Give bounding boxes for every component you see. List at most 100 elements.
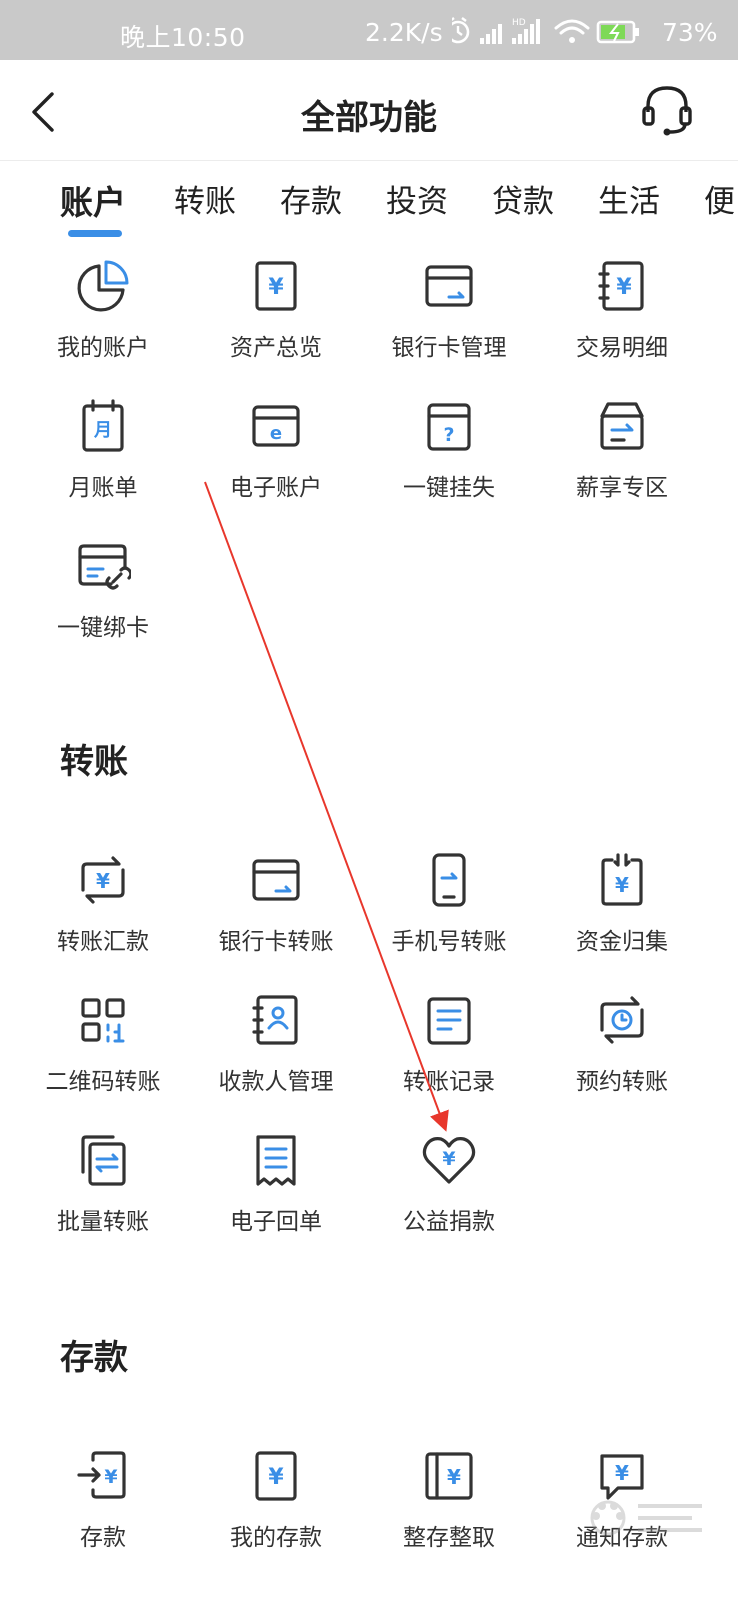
- notice-chat-icon: ¥: [600, 1454, 644, 1500]
- battery-percent: 73%: [662, 18, 718, 47]
- grid-item-transfer-records[interactable]: 转账记录: [361, 992, 537, 1112]
- question-card-icon: ?: [427, 403, 471, 451]
- fund-collect-icon: ¥: [601, 853, 643, 906]
- grid-item-label: 二维码转账: [45, 1069, 161, 1095]
- signal-icon-1: [480, 24, 502, 44]
- grid-item-label: 存款: [80, 1525, 126, 1551]
- svg-text:¥: ¥: [615, 873, 629, 897]
- record-list-icon: [427, 997, 471, 1045]
- transfer-cycle-icon: ¥: [81, 856, 125, 904]
- grid-item-label: 转账记录: [403, 1069, 495, 1095]
- grid-item-label: 我的账户: [57, 335, 149, 361]
- grid-item-label: 电子账户: [230, 475, 322, 501]
- fixed-deposit-book-icon: ¥: [425, 1452, 473, 1500]
- heart-yuan-icon: ¥: [422, 1137, 476, 1184]
- grid-item-e-account[interactable]: e 电子账户: [188, 398, 364, 518]
- bank-card-icon: [425, 265, 473, 307]
- tab-transfer[interactable]: 转账: [174, 184, 236, 220]
- grid-item-label: 薪享专区: [576, 475, 668, 501]
- yuan-notebook-icon: ¥: [598, 261, 644, 311]
- grid-item-my-deposit[interactable]: ¥ 我的存款: [188, 1448, 364, 1568]
- qr-code-icon: [81, 998, 125, 1043]
- receipt-icon: [256, 1135, 296, 1186]
- wifi-icon: [554, 19, 590, 43]
- monthly-calendar-icon: 月: [82, 399, 124, 452]
- grid-item-fixed-deposit[interactable]: ¥ 整存整取: [361, 1448, 537, 1568]
- svg-text:¥: ¥: [268, 275, 284, 300]
- watermark-logo: [590, 1500, 702, 1536]
- svg-text:¥: ¥: [442, 1148, 455, 1170]
- customer-service-headset-icon[interactable]: [640, 82, 694, 138]
- tab-life[interactable]: 生活: [598, 184, 660, 220]
- tab-account[interactable]: 账户: [60, 183, 126, 222]
- svg-text:¥: ¥: [615, 1461, 629, 1485]
- grid-item-salary-zone[interactable]: 薪享专区: [534, 398, 710, 518]
- grid-item-charity-donation[interactable]: ¥ 公益捐款: [361, 1132, 537, 1252]
- yuan-document-icon: ¥: [255, 261, 297, 311]
- grid-item-bind-card[interactable]: 一键绑卡: [15, 538, 191, 658]
- card-link-icon: [78, 544, 131, 590]
- grid-item-label: 资金归集: [576, 929, 668, 955]
- salary-box-icon: [600, 402, 644, 450]
- svg-text:HD: HD: [512, 18, 526, 28]
- tab-loan[interactable]: 贷款: [492, 184, 554, 220]
- header: 全部功能: [0, 60, 738, 161]
- grid-item-label: 批量转账: [57, 1209, 149, 1235]
- back-arrow-icon[interactable]: [24, 90, 64, 134]
- grid-item-asset-overview[interactable]: ¥ 资产总览: [188, 258, 364, 378]
- svg-text:e: e: [270, 423, 282, 444]
- grid-item-scheduled-transfer[interactable]: 预约转账: [534, 992, 710, 1112]
- svg-text:¥: ¥: [96, 869, 110, 893]
- grid-item-label: 交易明细: [576, 335, 668, 361]
- grid-item-label: 转账汇款: [57, 929, 149, 955]
- pie-chart-icon: [77, 260, 129, 312]
- grid-item-label: 手机号转账: [391, 929, 507, 955]
- grid-item-phone-transfer[interactable]: 手机号转账: [361, 852, 537, 972]
- grid-item-label: 月账单: [68, 475, 138, 501]
- grid-item-card-transfer[interactable]: 银行卡转账: [188, 852, 364, 972]
- svg-text:¥: ¥: [268, 1465, 284, 1490]
- grid-item-notice-deposit[interactable]: ¥ 通知存款: [534, 1448, 710, 1568]
- active-tab-indicator: [68, 230, 122, 237]
- grid-item-qr-transfer[interactable]: 二维码转账: [15, 992, 191, 1112]
- grid-item-payee-management[interactable]: 收款人管理: [188, 992, 364, 1112]
- e-account-card-icon: e: [252, 405, 300, 447]
- svg-text:¥: ¥: [447, 1465, 461, 1489]
- tab-convenience[interactable]: 便: [704, 184, 735, 220]
- grid-item-transfer-remit[interactable]: ¥ 转账汇款: [15, 852, 191, 972]
- svg-text:¥: ¥: [616, 275, 632, 300]
- tab-investment[interactable]: 投资: [386, 184, 448, 220]
- grid-item-report-loss[interactable]: ? 一键挂失: [361, 398, 537, 518]
- grid-item-label: 预约转账: [576, 1069, 668, 1095]
- grid-item-batch-transfer[interactable]: 批量转账: [15, 1132, 191, 1252]
- section-title-deposit: 存款: [60, 1338, 128, 1378]
- svg-text:月: 月: [93, 420, 112, 441]
- grid-item-card-management[interactable]: 银行卡管理: [361, 258, 537, 378]
- contact-book-icon: [252, 995, 298, 1045]
- category-tabs: 账户 转账 存款 投资 贷款 生活 便: [0, 162, 738, 242]
- section-title-transfer: 转账: [60, 742, 128, 782]
- grid-item-label: 一键挂失: [403, 475, 495, 501]
- tab-deposit[interactable]: 存款: [280, 184, 342, 220]
- batch-transfer-icon: [81, 1135, 126, 1186]
- grid-item-label: 通知存款: [576, 1525, 668, 1551]
- grid-item-label: 银行卡转账: [218, 929, 334, 955]
- grid-item-fund-collection[interactable]: ¥ 资金归集: [534, 852, 710, 972]
- mobile-phone-icon: [432, 853, 466, 907]
- grid-item-label: 收款人管理: [218, 1069, 334, 1095]
- status-icons: HD: [452, 17, 639, 44]
- deposit-arrow-icon: ¥: [77, 1451, 126, 1499]
- grid-item-deposit[interactable]: ¥ 存款: [15, 1448, 191, 1568]
- yuan-document-icon: ¥: [255, 1451, 297, 1501]
- grid-item-label: 一键绑卡: [57, 615, 149, 641]
- grid-item-my-account[interactable]: 我的账户: [15, 258, 191, 378]
- grid-item-label: 我的存款: [230, 1525, 322, 1551]
- grid-item-e-receipt[interactable]: 电子回单: [188, 1132, 364, 1252]
- status-bar: 晚上10:50 2.2K/s HD 73%: [0, 0, 738, 60]
- signal-icon-2: HD: [512, 18, 540, 44]
- status-time: 晚上10:50: [120, 23, 246, 52]
- grid-item-label: 资产总览: [230, 335, 322, 361]
- grid-item-monthly-bill[interactable]: 月 月账单: [15, 398, 191, 518]
- grid-item-transaction-details[interactable]: ¥ 交易明细: [534, 258, 710, 378]
- svg-text:?: ?: [443, 424, 454, 446]
